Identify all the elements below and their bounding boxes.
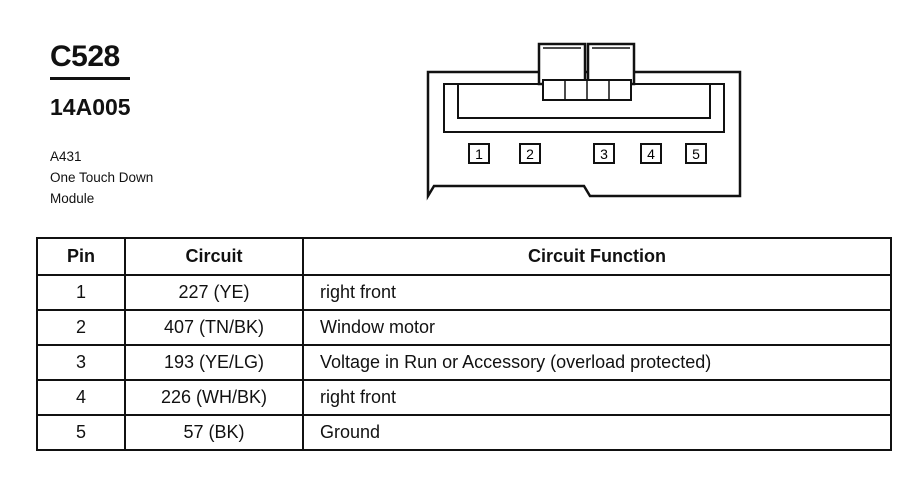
table-header-row: Pin Circuit Circuit Function — [36, 237, 892, 276]
cell-pin: 5 — [36, 414, 126, 451]
connector-id-underline — [50, 77, 130, 80]
cell-pin: 3 — [36, 344, 126, 381]
pin-label-4: 4 — [647, 146, 655, 162]
cell-circuit: 226 (WH/BK) — [124, 379, 304, 416]
cell-function: Voltage in Run or Accessory (overload pr… — [302, 344, 892, 381]
table-row: 1 227 (YE) right front — [36, 274, 892, 311]
pin-label-5: 5 — [692, 146, 700, 162]
pin-cavity-2: 2 — [519, 143, 541, 164]
cell-circuit: 193 (YE/LG) — [124, 344, 304, 381]
pinout-table: Pin Circuit Circuit Function 1 227 (YE) … — [36, 237, 892, 451]
cell-pin: 2 — [36, 309, 126, 346]
pin-cavity-4: 4 — [640, 143, 662, 164]
connector-inner-recess — [457, 84, 711, 119]
part-number: 14A005 — [50, 94, 131, 120]
cell-circuit: 227 (YE) — [124, 274, 304, 311]
cell-function: right front — [302, 379, 892, 416]
cell-pin: 1 — [36, 274, 126, 311]
component-name-line1: One Touch Down — [50, 170, 154, 185]
component-code: A431 — [50, 149, 82, 164]
header-circuit: Circuit — [124, 237, 304, 276]
cell-circuit: 407 (TN/BK) — [124, 309, 304, 346]
table-row: 4 226 (WH/BK) right front — [36, 379, 892, 416]
component-info: A431 One Touch Down Module — [50, 146, 153, 209]
connector-face-diagram: 1 2 3 4 5 — [426, 42, 742, 201]
cell-pin: 4 — [36, 379, 126, 416]
header-circuit-function: Circuit Function — [302, 237, 892, 276]
cell-function: right front — [302, 274, 892, 311]
pin-label-3: 3 — [600, 146, 608, 162]
locking-tab — [537, 42, 636, 101]
table-row: 5 57 (BK) Ground — [36, 414, 892, 451]
connector-id: C528 — [50, 40, 120, 73]
pin-cavity-3: 3 — [593, 143, 615, 164]
cell-function: Ground — [302, 414, 892, 451]
table-row: 3 193 (YE/LG) Voltage in Run or Accessor… — [36, 344, 892, 381]
component-name-line2: Module — [50, 191, 95, 206]
pin-label-2: 2 — [526, 146, 534, 162]
pin-label-1: 1 — [475, 146, 483, 162]
connector-housing — [426, 70, 742, 201]
cell-function: Window motor — [302, 309, 892, 346]
header-pin: Pin — [36, 237, 126, 276]
pin-cavity-5: 5 — [685, 143, 707, 164]
pin-cavity-1: 1 — [468, 143, 490, 164]
cell-circuit: 57 (BK) — [124, 414, 304, 451]
table-row: 2 407 (TN/BK) Window motor — [36, 309, 892, 346]
